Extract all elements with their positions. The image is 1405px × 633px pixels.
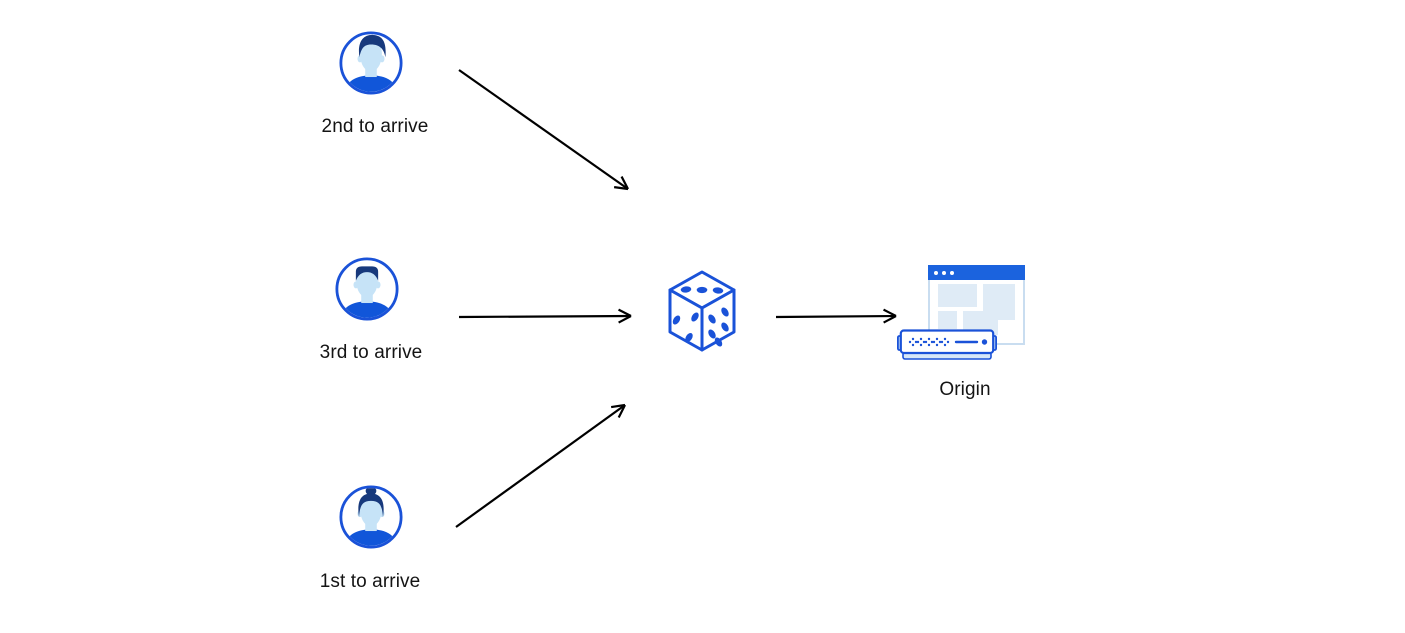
male-avatar-quiff-icon [339,31,403,95]
server-vent-dots [908,337,950,347]
node-user-third [334,256,400,322]
arrow-dice-to-origin [775,308,897,324]
dice-icon [668,270,736,352]
window-dot-icon [934,270,938,275]
node-label-user-first: 1st to arrive [319,571,421,592]
node-label-user-second: 2nd to arrive [321,116,429,137]
arrow-user-first-to-dice [455,403,626,528]
content-block [938,283,978,307]
node-user-second [338,30,404,96]
node-label-user-third: 3rd to arrive [319,342,423,363]
male-avatar-flattop-icon [335,257,399,321]
node-user-first [338,484,404,550]
browser-titlebar [928,265,1025,280]
arrow-user-second-to-dice [458,69,629,191]
window-dot-icon [950,270,954,275]
content-block [938,311,957,329]
window-dot-icon [942,270,946,275]
server-icon [897,329,997,360]
node-label-origin: Origin [939,379,991,400]
female-avatar-bun-icon [339,485,403,549]
arrow-user-third-to-dice [458,308,632,324]
